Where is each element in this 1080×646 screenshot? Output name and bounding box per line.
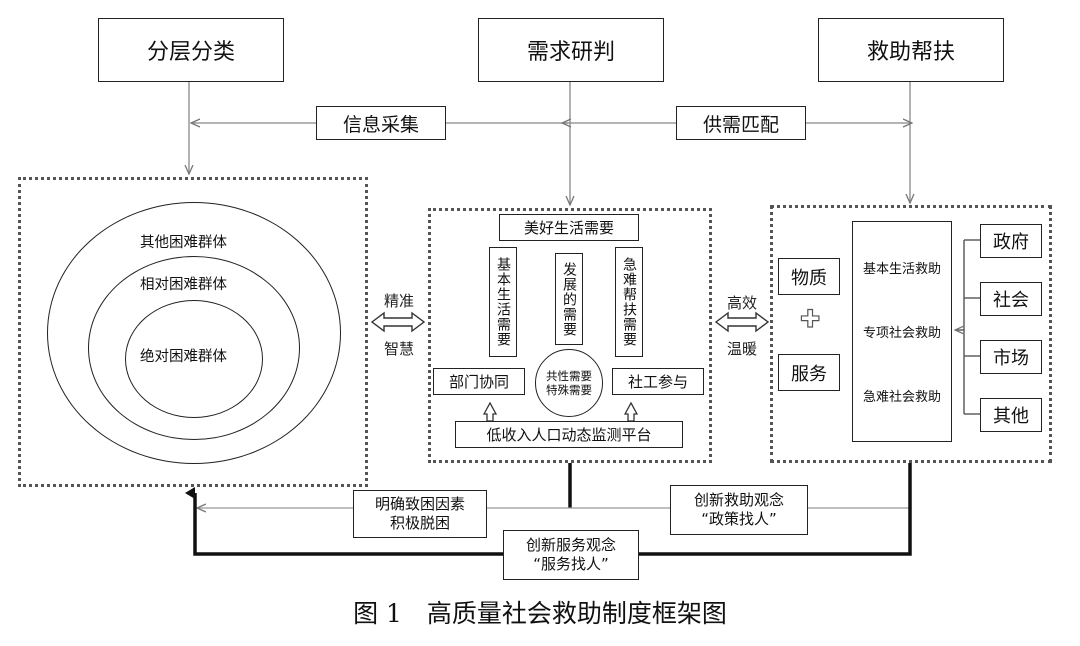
special-needs-text: 特殊需要: [546, 383, 592, 397]
actor-other: 其他: [980, 398, 1042, 432]
service-box: 服务: [778, 354, 840, 391]
actor-government: 政府: [980, 224, 1042, 258]
middle-group-label: 相对困难群体: [140, 277, 227, 293]
stratify-box: 分层分类: [98, 18, 284, 82]
outer-ring: [47, 202, 341, 464]
inner-group-label: 绝对困难群体: [140, 349, 227, 365]
assist-box: 救助帮扶: [818, 18, 1004, 82]
right-double-arrow: [714, 311, 770, 333]
middle-ring: [88, 256, 300, 440]
smart-label: 智慧: [384, 340, 415, 358]
common-needs-text: 共性需要: [546, 368, 592, 383]
figure-caption: 图 1 高质量社会救助制度框架图: [353, 599, 727, 628]
up-hollow-arrows: [482, 401, 639, 422]
develop-needs-box: 发展的需要: [555, 253, 583, 345]
left-double-arrow: [370, 311, 426, 333]
policy-line2: “政策找人”: [701, 510, 777, 528]
material-box: 物质: [778, 258, 840, 295]
common-special-circle: 共性需要 特殊需要: [535, 349, 603, 417]
social-work-box: 社工参与: [612, 368, 704, 395]
cause-line1: 明确致困因素: [374, 495, 465, 514]
monitor-platform-box: 低收入人口动态监测平台: [455, 421, 683, 448]
left-panel: [18, 177, 368, 487]
outer-group-label: 其他困难群体: [140, 235, 227, 251]
info-collect-box: 信息采集: [316, 106, 446, 140]
cause-line2: 积极脱困: [389, 514, 450, 532]
actor-society: 社会: [980, 282, 1042, 316]
service-concept-line1: 创新服务观念: [525, 536, 616, 555]
better-life-box: 美好生活需要: [499, 214, 639, 241]
service-concept-line2: “服务找人”: [533, 555, 609, 573]
efficient-label: 高效: [727, 294, 758, 312]
center-panel: [428, 208, 712, 463]
special-social-assist: 专项社会救助: [862, 325, 941, 341]
cause-box: 明确致困因素 积极脱困: [353, 490, 487, 538]
urgent-social-assist: 急难社会救助: [862, 389, 941, 405]
policy-box: 创新救助观念 “政策找人”: [670, 485, 808, 535]
dept-coop-box: 部门协同: [433, 368, 525, 395]
inner-ring: [125, 300, 263, 418]
plus-icon: ✚: [799, 304, 821, 333]
urgent-needs-box: 急难帮扶需要: [615, 247, 643, 357]
actor-market: 市场: [980, 340, 1042, 374]
warm-label: 温暖: [727, 340, 758, 358]
supply-match-box: 供需匹配: [676, 106, 806, 140]
precise-label: 精准: [384, 292, 415, 310]
policy-line1: 创新救助观念: [693, 491, 784, 510]
assist-types-box: 基本生活救助 专项社会救助 急难社会救助: [852, 221, 952, 442]
basic-needs-box: 基本生活需要: [489, 247, 517, 357]
service-concept-box: 创新服务观念 “服务找人”: [503, 530, 639, 580]
basic-living-assist: 基本生活救助: [862, 262, 941, 278]
demand-box: 需求研判: [478, 18, 664, 82]
right-panel: [770, 205, 1052, 463]
